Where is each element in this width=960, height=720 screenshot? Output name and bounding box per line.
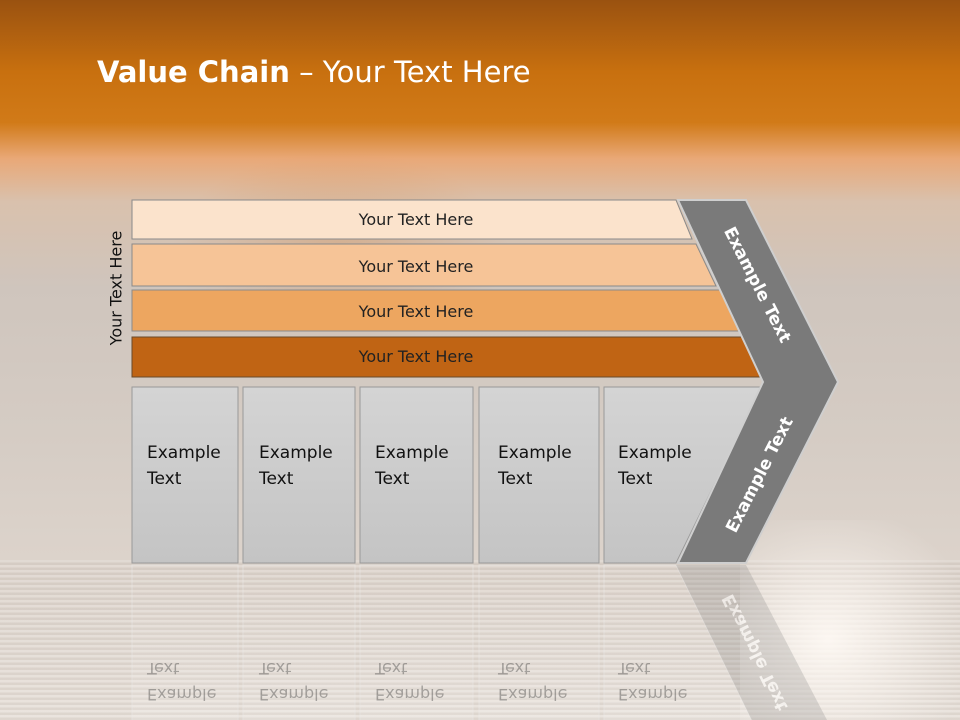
support-bar-label: Your Text Here [358,210,474,229]
column-text: Example [498,443,572,463]
title-bold: Value Chain [97,55,290,89]
column-text: Text [617,469,653,489]
margin-chevron [676,199,840,564]
column-text: Example [147,443,221,463]
slide-title: Value Chain – Your Text Here [97,55,531,89]
reflection-text: Text [374,659,407,678]
primary-column-1 [131,386,239,564]
column-text: Example [259,443,333,463]
reflection-text: Example [618,685,687,704]
column-text: Text [497,469,533,489]
support-bar-2 [131,243,717,287]
reflection-text: Text [497,659,530,678]
primary-column-5 [603,386,763,564]
column-text: Example [618,443,692,463]
reflection-text: Example [147,685,216,704]
primary-column-3 [359,386,474,564]
column-text: Text [258,469,294,489]
reflection-text: Example [375,685,444,704]
diagram-reflection: Text Example Text Example Text Example T… [131,564,828,720]
reflection-text: Text [617,659,650,678]
reflection-text: Example [259,685,328,704]
support-bar-label: Your Text Here [358,257,474,276]
primary-column-2 [242,386,356,564]
support-bar-label: Your Text Here [358,347,474,366]
column-text: Example [375,443,449,463]
support-bar-1 [131,199,693,240]
primary-column-4 [478,386,600,564]
reflection-text: Text [146,659,179,678]
title-rest: – Your Text Here [289,55,531,89]
reflection-text: Text [258,659,291,678]
reflection-text: Example [498,685,567,704]
support-bar-label: Your Text Here [358,302,474,321]
column-text: Text [146,469,182,489]
column-text: Text [374,469,410,489]
book-highlight [740,520,960,720]
